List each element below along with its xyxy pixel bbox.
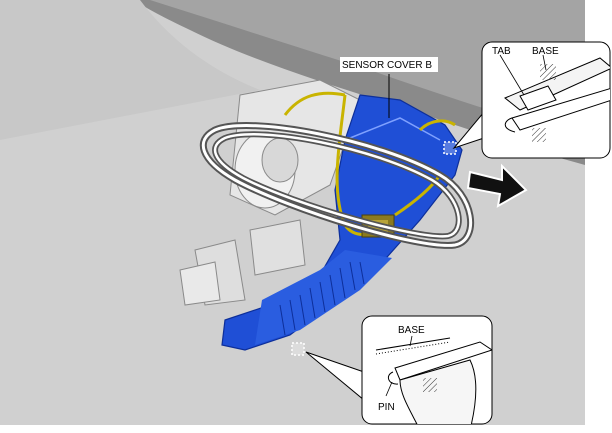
base-label-top: BASE [532,46,559,57]
mirror-base [179,79,361,306]
dashed-square-icon [291,342,305,356]
roof-shade [0,0,260,140]
detail-inset-pin [361,315,493,425]
base-label-bottom: BASE [398,325,425,336]
pin-label: PIN [378,402,395,413]
detail-inset-tab [481,41,611,159]
mirror-outline [199,122,474,249]
dashed-square-icon [443,141,457,155]
arrow-right-icon [466,163,528,208]
windshield-highlight [150,0,585,140]
tab-label: TAB [492,46,511,57]
sensor-cover-label: SENSOR COVER B [342,60,432,71]
label-box [340,57,438,72]
